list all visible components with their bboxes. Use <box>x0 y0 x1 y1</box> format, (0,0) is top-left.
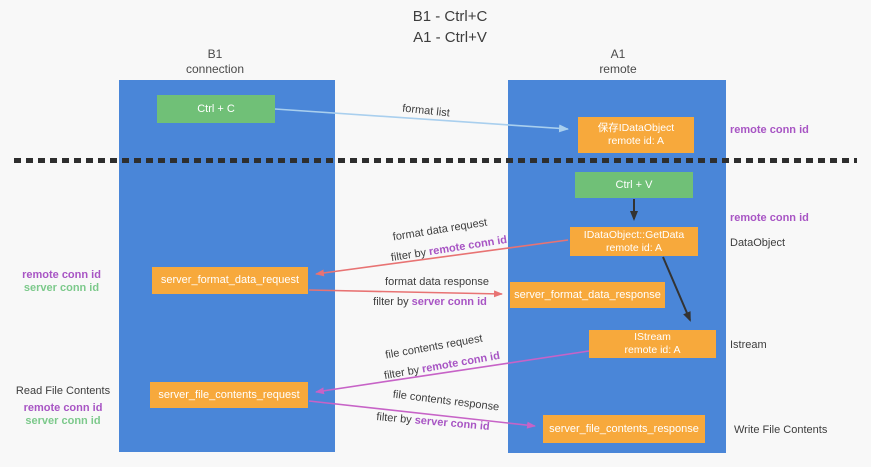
label-format-data-response: format data response <box>385 276 489 288</box>
annotation-left-conn-ids-top: remote conn id server conn id <box>14 269 109 295</box>
node-ctrl-v: Ctrl + V <box>575 172 693 198</box>
label-server-conn-id: server conn id <box>414 414 491 433</box>
node-ctrl-c: Ctrl + C <box>157 95 275 123</box>
node-server-file-contents-request: server_file_contents_request <box>150 382 308 408</box>
left-column-name: B1 <box>207 47 223 61</box>
label-remote-conn-id: remote conn id <box>421 349 501 376</box>
annotation-dataobject: DataObject <box>730 237 786 249</box>
node-server-format-data-response: server_format_data_response <box>510 282 665 308</box>
annotation-server-conn-id-left2: server conn id <box>25 415 101 427</box>
title-line-2: A1 - Ctrl+V <box>413 29 487 46</box>
annotation-remote-conn-id-mid: remote conn id <box>730 212 809 224</box>
node-istream-line2: remote id: A <box>624 344 681 356</box>
node-server-format-data-response-label: server_format_data_response <box>514 288 661 301</box>
node-saved-dataobject-line1: 保存IDataObject <box>597 122 675 134</box>
annotation-remote-conn-id-left: remote conn id <box>22 269 101 281</box>
annotation-server-conn-id-left: server conn id <box>23 282 100 294</box>
label-filter-server-1: filter by server conn id <box>373 296 487 308</box>
node-idataobject-getdata-line2: remote id: A <box>605 241 663 254</box>
right-column-name: A1 <box>610 47 626 61</box>
node-ctrl-c-label: Ctrl + C <box>197 102 235 115</box>
annotation-write-file-contents: Write File Contents <box>734 424 828 436</box>
node-saved-dataobject-line2: remote id: A <box>607 135 665 147</box>
node-istream-line1: IStream <box>634 331 671 343</box>
label-file-contents-response: file contents response <box>392 388 500 414</box>
title-line-1: B1 - Ctrl+C <box>412 8 488 25</box>
label-filter-by-text: filter by <box>390 246 431 265</box>
node-idataobject-getdata: IDataObject::GetData remote id: A <box>570 227 698 256</box>
node-ctrl-v-label: Ctrl + V <box>615 178 653 191</box>
node-server-file-contents-response-label: server_file_contents_response <box>549 422 699 435</box>
arrow-format-data-response <box>308 289 503 298</box>
label-filter-by-text: filter by <box>373 296 412 308</box>
node-saved-dataobject: 保存IDataObject remote id: A <box>578 117 694 153</box>
annotation-remote-conn-id-left2: remote conn id <box>23 402 103 414</box>
annotation-read-file-contents: Read File Contents <box>15 385 111 397</box>
label-format-list: format list <box>401 102 451 120</box>
node-server-format-data-request: server_format_data_request <box>152 267 308 294</box>
right-column-subtitle: remote <box>599 62 637 76</box>
label-remote-conn-id: remote conn id <box>428 233 508 259</box>
diagram-title: B1 - Ctrl+C A1 - Ctrl+V <box>330 6 570 48</box>
annotation-remote-conn-id-top: remote conn id <box>730 124 809 136</box>
node-server-file-contents-response: server_file_contents_response <box>543 415 705 443</box>
left-column-header: B1 connection <box>155 47 275 77</box>
right-column-header: A1 remote <box>558 47 678 77</box>
node-istream: IStream remote id: A <box>589 330 716 358</box>
node-idataobject-getdata-line1: IDataObject::GetData <box>583 228 685 241</box>
node-server-format-data-request-label: server_format_data_request <box>160 274 300 286</box>
label-filter-server-2: filter by server conn id <box>376 411 490 433</box>
label-filter-by-text: filter by <box>383 363 424 383</box>
label-server-conn-id: server conn id <box>411 296 487 308</box>
label-filter-by-text: filter by <box>375 411 416 427</box>
annotation-left-read-block: Read File Contents remote conn id server… <box>8 385 118 428</box>
annotation-istream: Istream <box>730 339 767 351</box>
phase-divider-dashed-line <box>14 158 857 163</box>
left-column-subtitle: connection <box>185 62 245 76</box>
node-server-file-contents-request-label: server_file_contents_request <box>158 388 300 401</box>
